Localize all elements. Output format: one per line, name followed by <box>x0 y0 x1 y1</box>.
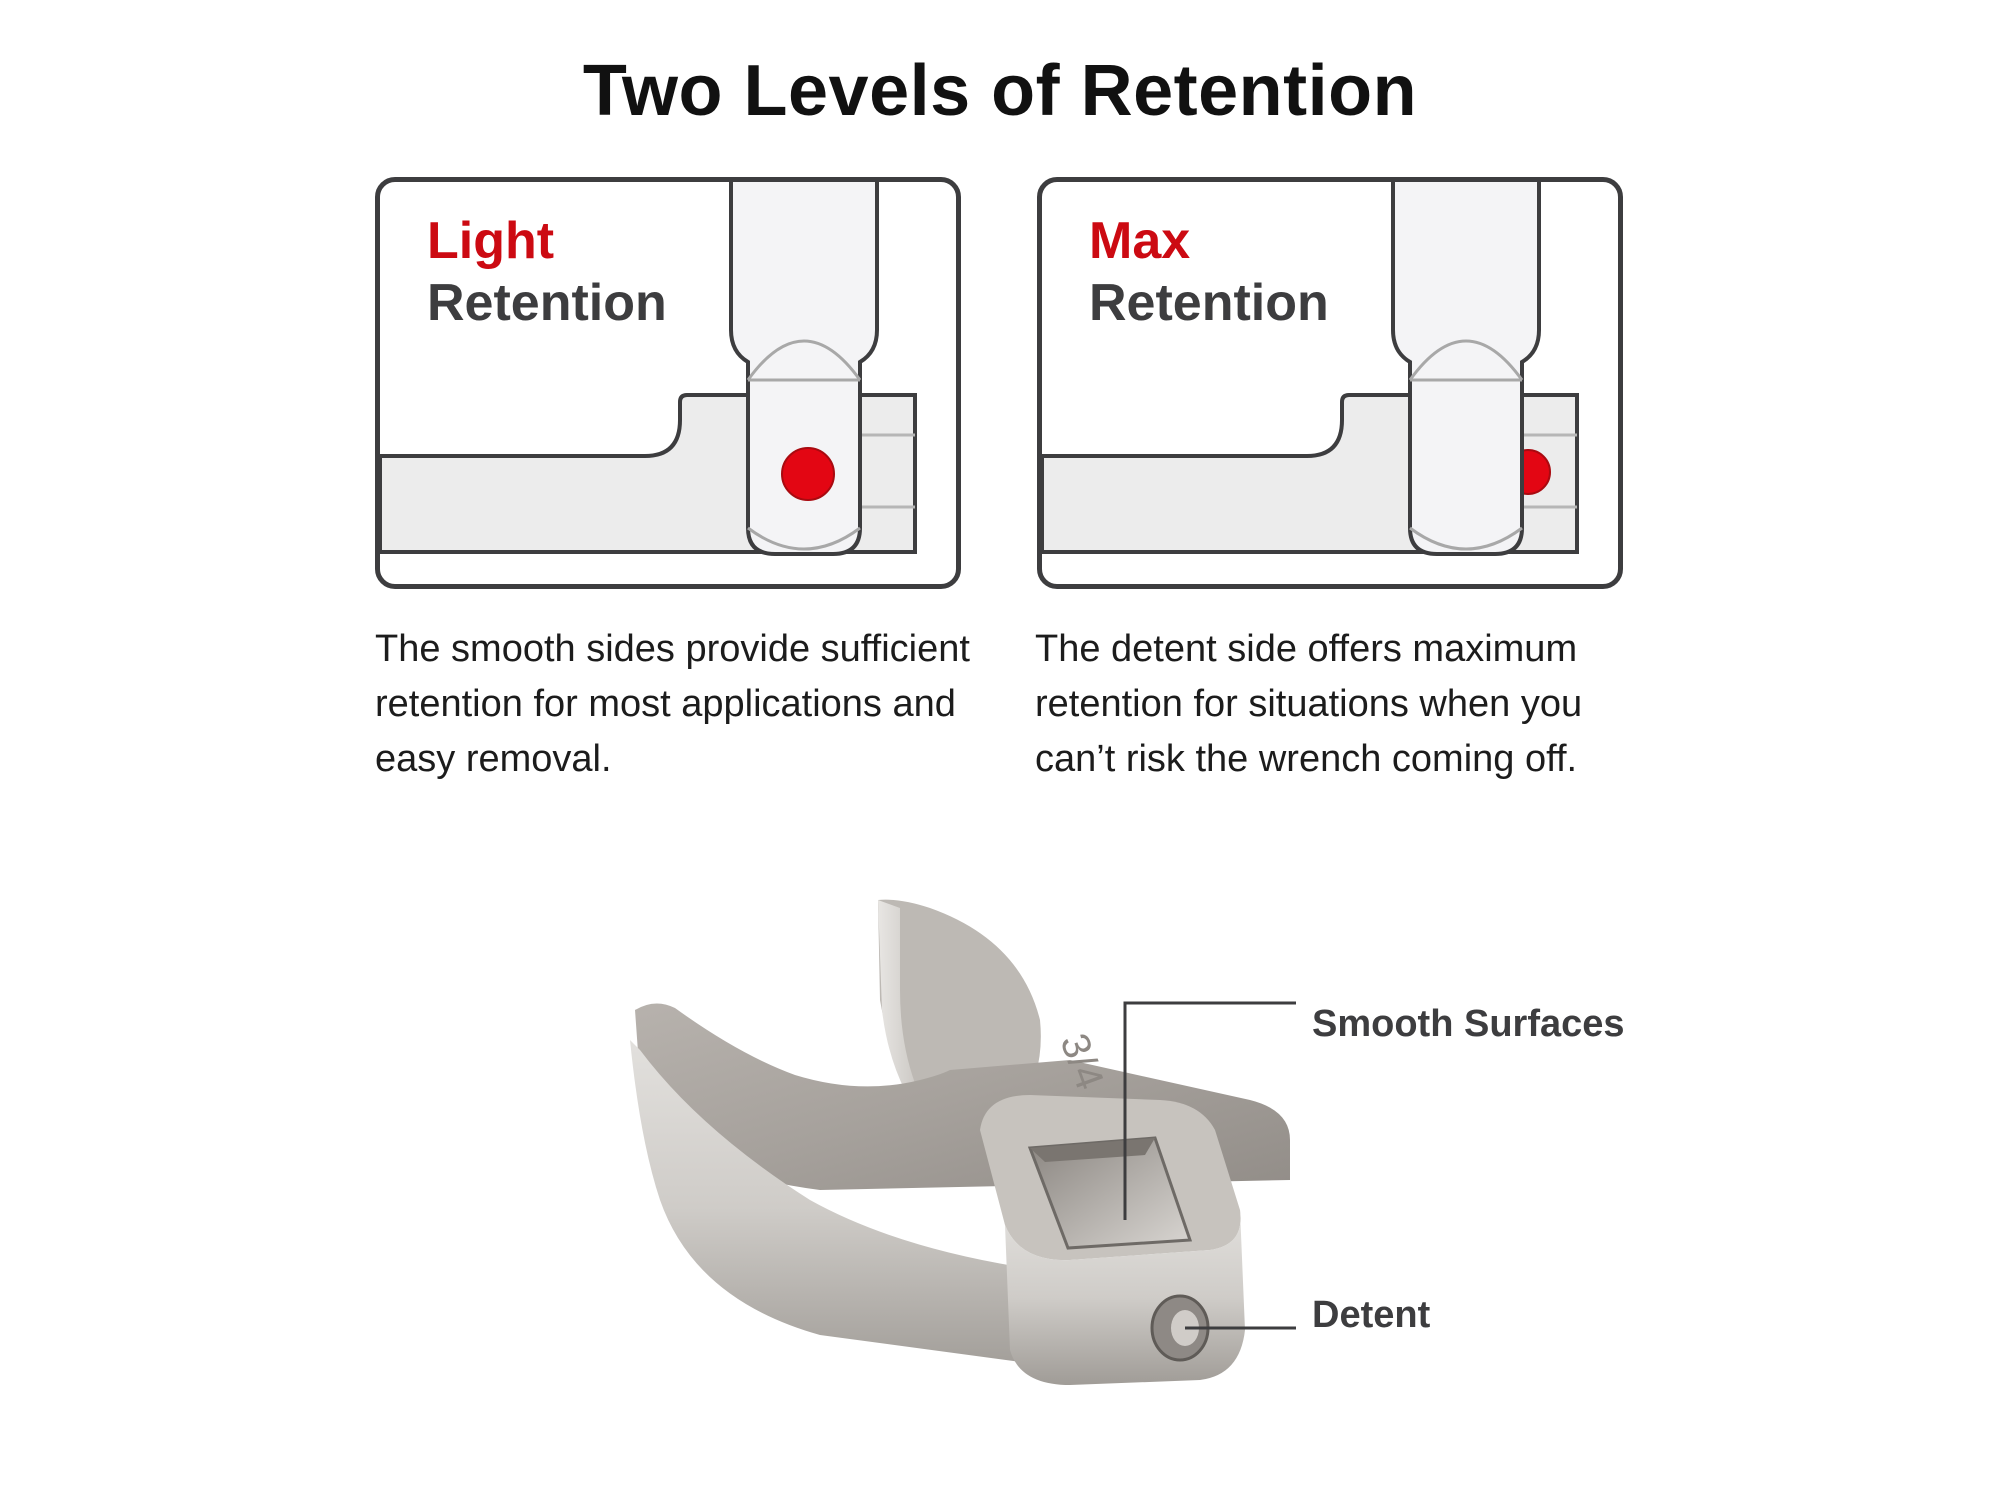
detent-label: Detent <box>1312 1294 1431 1336</box>
drive-tang <box>729 182 879 556</box>
detent-ball-icon <box>781 447 835 501</box>
max-retention-diagram <box>1042 182 1579 556</box>
max-retention-word: Retention <box>1089 274 1329 332</box>
light-retention-diagram <box>380 182 917 556</box>
light-retention-panel: Light Retention <box>375 177 961 589</box>
light-retention-heading: Light Retention <box>427 210 667 334</box>
crowfoot-wrench-photo: 3/4 <box>630 899 1296 1385</box>
max-retention-heading: Max Retention <box>1089 210 1329 334</box>
max-retention-panel: Max Retention <box>1037 177 1623 589</box>
smooth-surfaces-label: Smooth Surfaces <box>1312 1003 1625 1045</box>
page-title: Two Levels of Retention <box>582 51 1418 131</box>
smooth-callout-line <box>1123 1001 1296 1220</box>
light-retention-caption: The smooth sides provide sufficient rete… <box>375 628 970 780</box>
light-retention-word: Retention <box>427 274 667 332</box>
max-retention-caption: The detent side offers maximum retention… <box>1035 628 1583 780</box>
light-word: Light <box>427 212 555 270</box>
max-word: Max <box>1089 212 1191 270</box>
drive-tang <box>1391 182 1541 556</box>
